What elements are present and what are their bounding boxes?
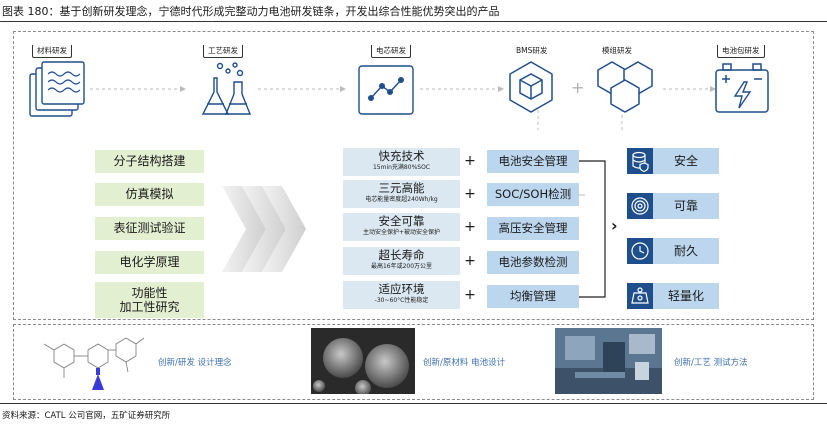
cell-feature-box: 安全可靠 主动安全保护+被动安全保护 — [343, 213, 460, 241]
battery-pack-icon — [715, 63, 769, 113]
stage-label-pack: 电池包研发 — [717, 45, 765, 58]
source-note: 资料来源：CATL 公司官网，五矿证券研究所 — [2, 411, 171, 421]
cell-feature-title: 超长寿命 — [378, 248, 425, 262]
result-box: 耐久 — [627, 238, 719, 264]
cell-feature-box: 超长寿命 最高16年或200万公里 — [343, 247, 460, 275]
bms-bracket — [579, 160, 606, 298]
bms-feature-box: 高压安全管理 — [487, 217, 579, 240]
research-item: 表征测试验证 — [95, 217, 204, 240]
weight-icon — [627, 283, 653, 309]
bms-feature-box: 电池参数检测 — [487, 251, 579, 274]
plus-sign: + — [464, 219, 476, 235]
result-label: 安全 — [673, 154, 698, 168]
result-label: 可靠 — [673, 199, 698, 213]
cell-feature-title: 三元高能 — [378, 181, 425, 195]
figure-title: 图表 180：基于创新研发理念，宁德时代形成完整动力电池研发链条，开发出综合性能… — [2, 5, 500, 18]
result-box: 可靠 — [627, 193, 719, 219]
cell-feature-title: 快充技术 — [378, 149, 425, 163]
factory-photo — [555, 328, 662, 394]
cell-feature-box: 三元高能 电芯能量密度超240Wh/kg — [343, 180, 460, 208]
module-hexagons-icon — [597, 61, 653, 113]
innovation-panel — [13, 324, 814, 400]
bms-feature-box: SOC/SOH检测 — [487, 183, 579, 206]
stage-label-bms: BMS研发 — [516, 46, 548, 55]
plus-sign: + — [464, 186, 476, 202]
bms-module-plus: + — [571, 78, 585, 97]
research-item: 分子结构搭建 — [95, 150, 204, 173]
result-arrow: › — [611, 216, 618, 235]
main-panel — [13, 31, 814, 320]
bms-cube-icon — [509, 61, 553, 113]
result-box: 安全 — [627, 148, 719, 174]
result-label: 耐久 — [673, 244, 698, 258]
top-rule — [0, 21, 827, 22]
cell-feature-box: 快充技术 15min充满80%SOC — [343, 148, 460, 176]
research-item-line: 加工性研究 — [119, 300, 180, 314]
cell-feature-subtitle: 最高16年或200万公里 — [370, 263, 433, 270]
cell-chart-icon — [358, 65, 414, 115]
result-box: 轻量化 — [627, 283, 719, 309]
molecule-image — [43, 337, 145, 390]
plus-sign: + — [464, 153, 476, 169]
innovation-caption: 创新/工艺 测试方法 — [674, 358, 748, 368]
stage-label-materials: 材料研发 — [32, 45, 72, 58]
plus-sign: + — [464, 253, 476, 269]
research-item: 仿真模拟 — [95, 183, 204, 206]
stage-connectors — [90, 86, 716, 130]
cell-feature-subtitle: -30~60°C性能稳定 — [374, 297, 429, 304]
cell-feature-subtitle: 15min充满80%SOC — [372, 164, 430, 171]
bms-feature-box: 均衡管理 — [487, 285, 579, 308]
target-icon — [627, 193, 653, 219]
bottom-rule — [0, 403, 827, 404]
database-shield-icon — [627, 148, 653, 174]
plus-sign: + — [464, 287, 476, 303]
stage-label-cell: 电芯研发 — [371, 45, 411, 58]
stage-label-module: 模组研发 — [602, 46, 632, 55]
research-item-two-line: 功能性 加工性研究 — [95, 282, 204, 318]
cell-feature-subtitle: 主动安全保护+被动安全保护 — [362, 229, 441, 236]
cell-feature-subtitle: 电芯能量密度超240Wh/kg — [365, 196, 438, 203]
chevron-arrows-icon — [222, 186, 306, 272]
clock-icon — [627, 238, 653, 264]
cell-feature-title: 适应环境 — [378, 282, 425, 296]
research-item-line: 功能性 — [131, 286, 168, 300]
cell-feature-box: 适应环境 -30~60°C性能稳定 — [343, 281, 460, 309]
innovation-caption: 创新/研发 设计理念 — [158, 358, 232, 368]
cell-feature-title: 安全可靠 — [378, 214, 425, 228]
innovation-caption: 创新/原材料 电池设计 — [423, 358, 506, 368]
result-label: 轻量化 — [667, 289, 704, 303]
stage-label-process: 工艺研发 — [203, 45, 243, 58]
sem-particle-image — [311, 328, 415, 394]
lab-flask-icon — [201, 62, 252, 115]
research-item: 电化学原理 — [95, 251, 204, 274]
material-layers-icon — [29, 61, 85, 117]
bms-feature-box: 电池安全管理 — [487, 150, 579, 173]
